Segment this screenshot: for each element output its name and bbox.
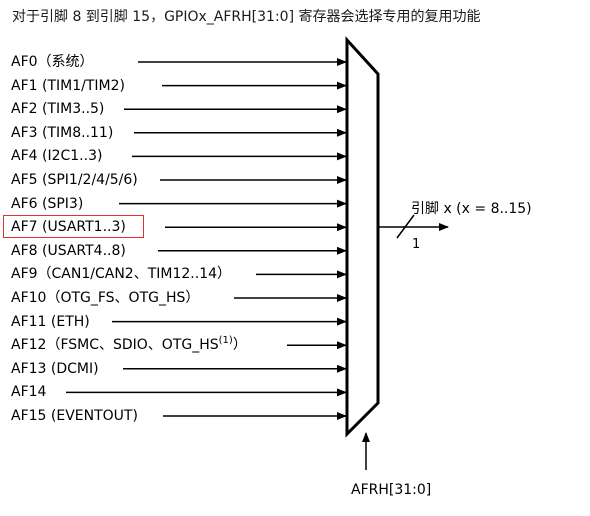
input-label-af3: AF3 (TIM8..11) bbox=[11, 124, 113, 142]
input-label-text: AF3 (TIM8..11) bbox=[11, 124, 114, 141]
input-label-text: AF11 (ETH) bbox=[11, 313, 90, 330]
input-arrows bbox=[66, 58, 347, 420]
input-label-suffix: ） bbox=[232, 337, 247, 354]
input-label-text: AF1 (TIM1/TIM2) bbox=[11, 77, 125, 94]
af7-highlight-box bbox=[3, 215, 144, 238]
input-label-text: AF0（系统） bbox=[11, 54, 94, 70]
input-label-text: AF4 (I2C1..3) bbox=[11, 148, 103, 165]
input-label-af15: AF15 (EVENTOUT) bbox=[11, 407, 138, 425]
input-label-af10: AF10（OTG_FS、OTG_HS） bbox=[11, 289, 199, 307]
input-label-af0: AF0（系统） bbox=[11, 53, 94, 71]
output-pin-label: 引脚 x (x = 8..15) bbox=[411, 201, 532, 217]
input-label-af4: AF4 (I2C1..3) bbox=[11, 147, 102, 165]
input-label-text: AF10（OTG_FS、OTG_HS） bbox=[11, 290, 200, 306]
input-label-text: AF9（CAN1/CAN2、TIM12..14） bbox=[11, 266, 232, 283]
input-label-af5: AF5 (SPI1/2/4/5/6) bbox=[11, 171, 138, 189]
diagram-title: 对于引脚 8 到引脚 15，GPIOx_AFRH[31:0] 寄存器会选择专用的… bbox=[12, 9, 481, 25]
input-label-af14: AF14 bbox=[11, 383, 46, 401]
input-label-af7: AF7 (USART1..3) bbox=[11, 218, 126, 236]
input-label-text: AF5 (SPI1/2/4/5/6) bbox=[11, 172, 138, 188]
input-label-af12: AF12（FSMC、SDIO、OTG_HS(1)） bbox=[11, 334, 247, 354]
input-label-af9: AF9（CAN1/CAN2、TIM12..14） bbox=[11, 265, 231, 283]
input-label-text: AF12（FSMC、SDIO、OTG_HS bbox=[11, 337, 219, 354]
bus-slash bbox=[396, 214, 415, 239]
select-register-label: AFRH[31:0] bbox=[351, 482, 432, 498]
input-label-af1: AF1 (TIM1/TIM2) bbox=[11, 77, 125, 95]
input-label-text: AF13 (DCMI) bbox=[11, 360, 99, 377]
input-label-text: AF2 (TIM3..5) bbox=[11, 101, 105, 118]
input-label-af8: AF8 (USART4..8) bbox=[11, 242, 126, 260]
multiplexer-body bbox=[345, 36, 380, 438]
input-label-af6: AF6 (SPI3) bbox=[11, 195, 83, 213]
input-label-af13: AF13 (DCMI) bbox=[11, 360, 99, 378]
input-label-text: AF15 (EVENTOUT) bbox=[11, 408, 138, 424]
input-label-text: AF14 bbox=[11, 384, 47, 401]
input-label-af11: AF11 (ETH) bbox=[11, 313, 90, 331]
input-label-text: AF6 (SPI3) bbox=[11, 195, 84, 212]
input-label-text: AF8 (USART4..8) bbox=[11, 242, 126, 259]
input-label-af2: AF2 (TIM3..5) bbox=[11, 100, 104, 118]
bus-width-label: 1 bbox=[412, 237, 421, 252]
footnote-marker: (1) bbox=[218, 334, 233, 346]
input-label-text: AF7 (USART1..3) bbox=[11, 219, 126, 236]
